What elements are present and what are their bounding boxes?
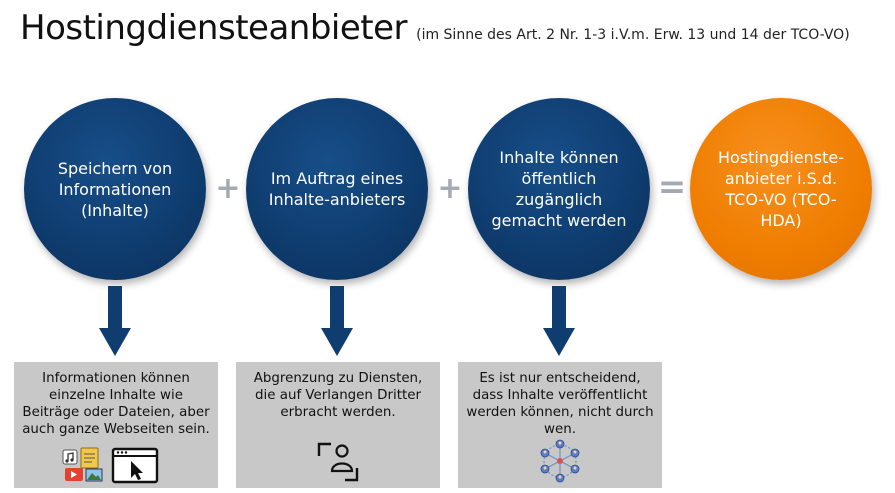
explanation-box-on-behalf: Abgrenzung zu Diensten, die auf Verlange…	[236, 362, 440, 488]
explanation-text: Es ist nur entscheidend, dass Inhalte ve…	[466, 371, 654, 437]
plus-operator: +	[437, 171, 463, 206]
explanation-text: Informationen können einzelne Inhalte wi…	[22, 371, 210, 437]
down-arrow-icon	[543, 286, 575, 356]
down-arrow-icon	[321, 286, 353, 356]
criterion-circle-on-behalf: Im Auftrag eines Inhalte-anbieters	[246, 98, 428, 280]
explanation-box-storage: Informationen können einzelne Inhalte wi…	[14, 362, 218, 488]
criterion-label: Speichern von Informationen (Inhalte)	[57, 158, 173, 220]
network-icon	[458, 438, 662, 484]
down-arrow-icon	[99, 286, 131, 356]
result-circle-hosting-provider: Hostingdienste-anbieter i.S.d. TCO-VO (T…	[690, 98, 872, 280]
criterion-circle-public-access: Inhalte können öffentlich zugänglich gem…	[468, 98, 650, 280]
criterion-circle-storage: Speichern von Informationen (Inhalte)	[24, 98, 206, 280]
criterion-label: Im Auftrag eines Inhalte-anbieters	[268, 169, 406, 209]
page-title: Hostingdiensteanbieter	[20, 8, 408, 48]
result-label: Hostingdienste-anbieter i.S.d. TCO-VO (T…	[718, 148, 844, 230]
explanation-box-public-access: Es ist nur entscheidend, dass Inhalte ve…	[458, 362, 662, 488]
criterion-label: Inhalte können öffentlich zugänglich gem…	[491, 148, 627, 230]
equals-operator: =	[657, 167, 687, 207]
user-focus-icon	[236, 440, 440, 484]
explanation-text: Abgrenzung zu Diensten, die auf Verlange…	[253, 371, 423, 420]
content-files-icon	[14, 446, 218, 484]
page-subtitle: (im Sinne des Art. 2 Nr. 1-3 i.V.m. Erw.…	[416, 27, 850, 43]
page-title-row: Hostingdiensteanbieter (im Sinne des Art…	[20, 8, 850, 48]
plus-operator: +	[215, 171, 241, 206]
